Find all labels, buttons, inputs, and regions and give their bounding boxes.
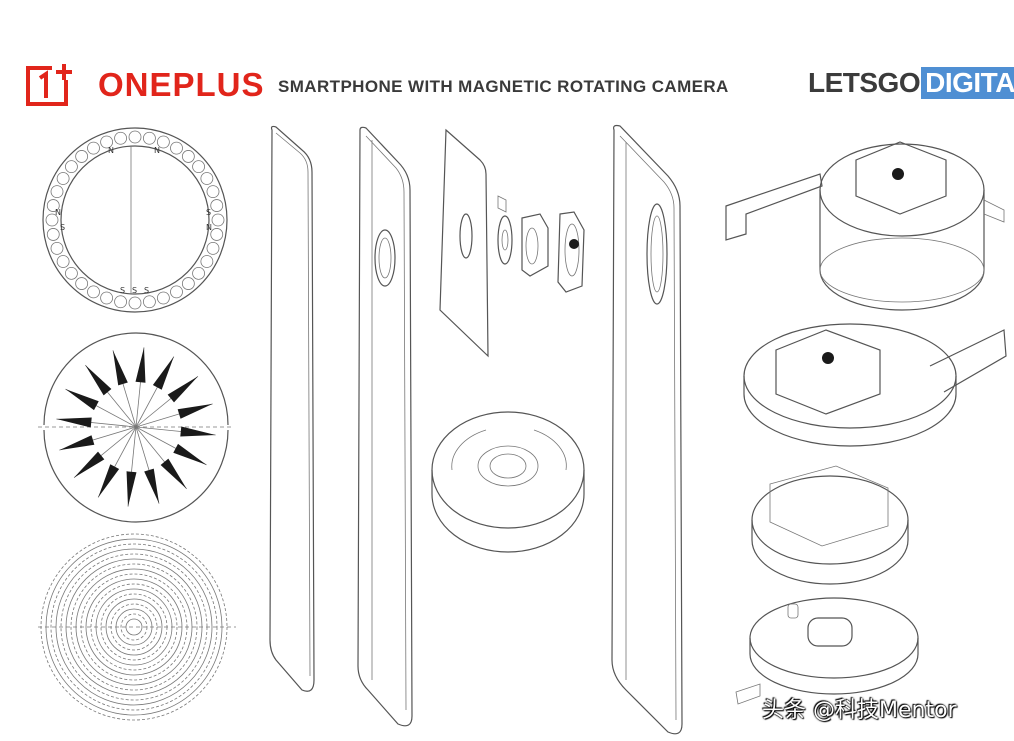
magnet-segment-icon <box>210 199 224 212</box>
arrow-icon <box>144 468 160 504</box>
camera-module-exploded-figure <box>497 195 585 293</box>
back-panel-figure <box>269 125 315 692</box>
magnet-segment-icon <box>206 185 220 199</box>
arrow-icon <box>173 443 207 465</box>
letsgo-wordmark: LETSGO <box>808 67 921 98</box>
concentric-coil-figure <box>38 533 236 721</box>
magnet-segment-icon <box>50 241 64 255</box>
camera-assembly-figure-2 <box>743 323 1007 447</box>
oneplus-logo: ONEPLUS <box>26 60 264 108</box>
camera-cover-panel-figure <box>439 128 489 358</box>
magnet-segment-icon <box>143 131 156 145</box>
magnet-segment-icon <box>156 291 170 305</box>
watermark: 头条 @科技Mentor <box>762 698 957 723</box>
phone-rear-figure <box>611 124 683 735</box>
svg-text:S: S <box>132 286 137 295</box>
magnet-segment-icon <box>210 228 224 241</box>
magnet-segment-icon <box>75 277 89 290</box>
camera-housing-figure <box>751 465 909 585</box>
magnet-segment-icon <box>100 291 114 305</box>
svg-text:S: S <box>60 223 65 232</box>
magnet-segment-icon <box>128 130 142 144</box>
oneplus-logo-mark-icon <box>26 62 72 106</box>
magnet-segment-icon <box>192 160 205 174</box>
magnet-segment-icon <box>181 150 195 163</box>
magnet-segment-icon <box>56 255 70 268</box>
oneplus-wordmark: ONEPLUS <box>98 66 265 103</box>
arrow-icon <box>65 389 99 411</box>
magnet-segment-icon <box>143 295 156 309</box>
arrow-icon <box>152 356 174 390</box>
arrow-icon <box>56 417 92 428</box>
magnet-segment-icon <box>200 255 214 268</box>
arrow-icon <box>85 365 112 396</box>
svg-text:S: S <box>206 208 211 217</box>
page-title: SMARTPHONE WITH MAGNETIC ROTATING CAMERA <box>278 77 729 96</box>
magnet-segment-icon <box>46 228 60 241</box>
magnet-segment-icon <box>156 135 170 149</box>
magnet-segment-icon <box>170 285 183 299</box>
svg-text:N: N <box>154 146 160 155</box>
magnet-segment-icon <box>87 285 100 299</box>
magnet-segment-icon <box>128 296 142 310</box>
svg-text:S: S <box>144 286 149 295</box>
magnet-segment-icon <box>170 141 183 155</box>
arrow-icon <box>98 464 120 498</box>
arrow-icon <box>167 376 198 403</box>
magnet-segment-icon <box>75 150 89 163</box>
arrow-icon <box>135 347 146 383</box>
magnet-segment-icon <box>206 241 220 255</box>
svg-text:N: N <box>55 208 61 217</box>
letsgodigital-logo: LETSGO DIGITAL <box>808 66 1014 100</box>
magnetic-field-arrows-figure <box>38 332 234 523</box>
magnet-segment-icon <box>200 172 214 185</box>
arrow-icon <box>177 403 213 419</box>
magnet-segment-icon <box>100 135 114 149</box>
arrow-icon <box>74 451 105 478</box>
magnet-segment-icon <box>50 185 64 199</box>
arrow-icon <box>126 471 137 507</box>
magnet-segment-icon <box>65 160 78 174</box>
magnet-segment-icon <box>181 277 195 290</box>
svg-text:N: N <box>206 223 212 232</box>
arrow-icon <box>180 426 216 437</box>
magnet-segment-icon <box>56 172 70 185</box>
magnet-segment-icon <box>192 266 205 280</box>
camera-assembly-figure-1 <box>725 141 1005 311</box>
magnet-segment-icon <box>46 199 60 212</box>
magnet-ring-figure: N N N S S N S S S <box>42 127 228 313</box>
arrow-icon <box>59 435 95 451</box>
magnet-segment-icon <box>45 213 59 227</box>
magnet-segment-icon <box>87 141 100 155</box>
arrow-icon <box>160 458 187 489</box>
phone-body-figure <box>357 126 413 727</box>
magnet-segment-icon <box>114 295 127 309</box>
rotating-disc-figure <box>431 411 585 553</box>
arrow-icon <box>112 350 128 386</box>
digital-wordmark: DIGITAL <box>921 67 1014 99</box>
magnet-segment-icon <box>65 266 78 280</box>
magnet-segment-icon <box>114 131 127 145</box>
svg-text:N: N <box>108 146 114 155</box>
camera-base-figure <box>735 597 919 705</box>
svg-text:S: S <box>120 286 125 295</box>
magnet-segment-icon <box>211 213 225 227</box>
